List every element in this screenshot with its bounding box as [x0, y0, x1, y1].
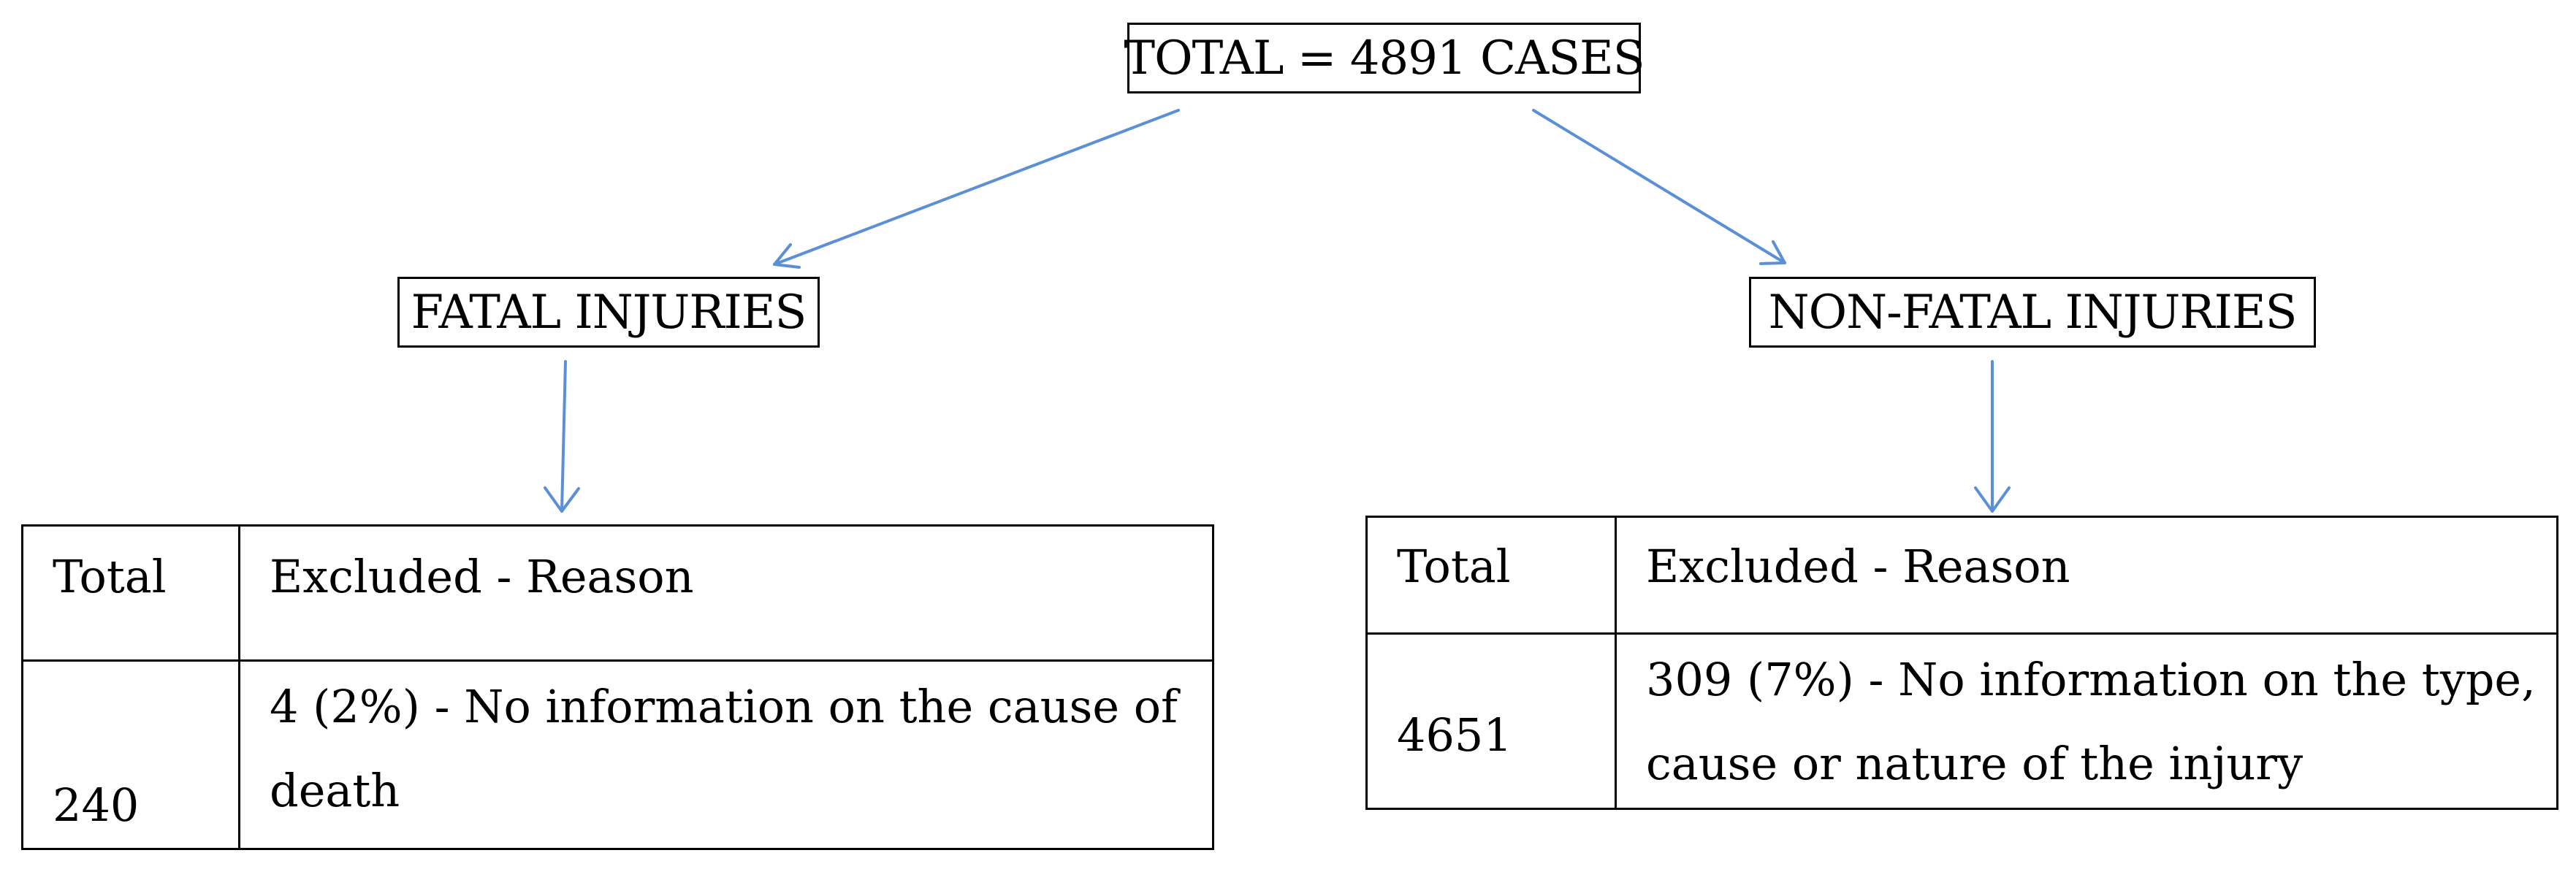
table-row: 240 4 (2%) - No information on the cause… [21, 659, 1214, 850]
table-row: 4651 309 (7%) - No information on the ty… [1365, 632, 2558, 810]
root-node-total: TOTAL = 4891 CASES [1124, 23, 1645, 93]
arrow-nonfatal-to-table [1974, 360, 2011, 513]
header-excluded-reason: Excluded - Reason [238, 524, 1214, 662]
arrow-fatal-to-table [544, 360, 580, 513]
node-non-fatal-injuries: NON-FATAL INJURIES [1749, 277, 2316, 348]
fatal-exclusion-table: Total Excluded - Reason 240 4 (2%) - No … [21, 524, 1214, 850]
root-node-label: TOTAL = 4891 CASES [1124, 31, 1645, 85]
header-total: Total [1365, 516, 1617, 635]
node-fatal-label: FATAL INJURIES [411, 285, 807, 340]
node-nonfatal-label: NON-FATAL INJURIES [1768, 285, 2298, 340]
arrow-total-to-nonfatal [1532, 109, 1786, 265]
table-header-row: Total Excluded - Reason [21, 524, 1214, 662]
node-fatal-injuries: FATAL INJURIES [397, 277, 820, 348]
arrow-total-to-fatal [773, 109, 1180, 269]
nonfatal-exclusion-table: Total Excluded - Reason 4651 309 (7%) - … [1365, 516, 2558, 810]
fatal-total-value: 240 [21, 659, 240, 850]
header-total: Total [21, 524, 240, 662]
nonfatal-total-value: 4651 [1365, 632, 1617, 810]
fatal-excluded-reason: 4 (2%) - No information on the cause of … [238, 659, 1214, 850]
header-excluded-reason: Excluded - Reason [1615, 516, 2558, 635]
nonfatal-excluded-reason: 309 (7%) - No information on the type, c… [1615, 632, 2558, 810]
table-header-row: Total Excluded - Reason [1365, 516, 2558, 635]
